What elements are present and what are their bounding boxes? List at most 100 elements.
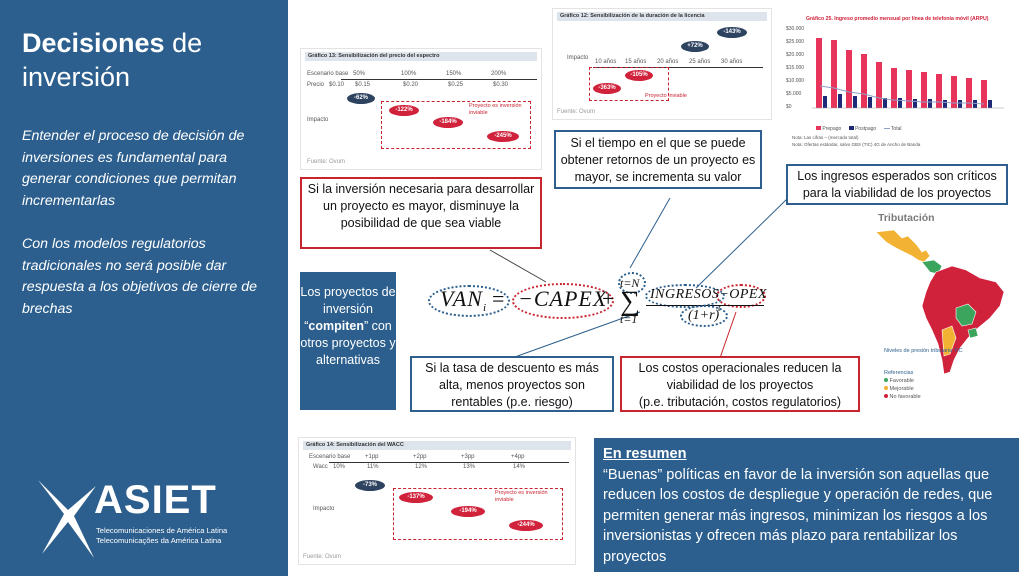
callout-tasa: Si la tasa de descuento es más alta, men… — [410, 356, 614, 412]
source-label: Fuente: Ovum — [557, 109, 596, 115]
chart-wacc-title: Gráfico 14: Sensibilización del WACC — [303, 441, 571, 450]
legend-no-favorable: No favorable — [884, 394, 921, 401]
formula-sub-i: i — [483, 302, 487, 314]
sidebar-paragraph-2: Con los modelos regulatorios tradicional… — [22, 236, 258, 317]
impact-oval: -194% — [451, 506, 485, 517]
formula-sigma: ∑ — [620, 286, 640, 317]
precio-label: Precio — [307, 82, 325, 88]
wacc-axis — [329, 462, 569, 463]
chart-arpu: Gráfico 25. Ingreso promedio mensual por… — [786, 14, 1008, 154]
legend-favorable: Favorable — [884, 378, 914, 385]
formula-plus: + — [602, 286, 615, 311]
y-tick: $20.000 — [786, 52, 805, 58]
formula-equals: = — [492, 286, 505, 311]
compiten-post: ” con otros proyectos y alternativas — [300, 319, 396, 367]
page-title: Decisiones de inversión — [22, 26, 272, 94]
y-tick: $15.000 — [786, 65, 805, 71]
pp-label: +1pp — [365, 454, 379, 460]
impact-oval: -143% — [717, 27, 747, 38]
y-tick: $5.000 — [786, 91, 802, 97]
rate-oval — [680, 305, 728, 327]
arpu-title: Gráfico 25. Ingreso promedio mensual por… — [806, 16, 989, 22]
year-label: 15 años — [625, 59, 647, 65]
value-label: 13% — [463, 464, 476, 470]
inviable-note: Proyecto es inversión inviable — [469, 103, 522, 116]
sidebar: Decisiones de inversión Entender el proc… — [0, 0, 288, 576]
year-label: 10 años — [595, 59, 617, 65]
value-label: 14% — [513, 464, 526, 470]
impact-oval: -363% — [593, 83, 621, 94]
scenario-axis — [341, 79, 537, 80]
value-label: $0.30 — [493, 82, 509, 88]
costos-line2: (p.e. tributación, costos regulatorios) — [638, 395, 842, 409]
formula-numerator: INGRESOS−OPEX — [650, 287, 768, 302]
arpu-bars — [812, 38, 1004, 109]
source-label: Fuente: Ovum — [303, 554, 342, 560]
compiten-box: Los proyectos de inversión “compiten” co… — [300, 272, 396, 410]
wacc-label: Wacc — [313, 464, 328, 470]
summary-text: “Buenas” políticas en favor de la invers… — [603, 466, 993, 565]
logo-wordmark: ASIET — [94, 478, 217, 522]
value-label: 12% — [415, 464, 428, 470]
chart-wacc: Gráfico 14: Sensibilización del WACC Esc… — [298, 437, 576, 565]
arpu-note: Nota: Las cifras – (mercado total) — [792, 135, 859, 140]
logo-subtitle-pt: Telecomunicações da América Latina — [96, 536, 222, 545]
formula-sum-bottom: t=1 — [620, 312, 638, 326]
value-label: 10% — [333, 464, 346, 470]
tributacion-niveles: Niveles de presión tributaria TIC — [884, 348, 963, 354]
impact-oval: -137% — [399, 492, 433, 503]
value-label: $0.25 — [448, 82, 464, 88]
tributacion-map: Tributación Niveles de presión tributari… — [872, 210, 1020, 424]
impact-oval: -245% — [487, 131, 519, 142]
year-label: 25 años — [689, 59, 711, 65]
inviable-note: Proyecto inviable — [645, 93, 687, 99]
y-tick: $10.000 — [786, 78, 805, 84]
value-label: $0.15 — [355, 82, 371, 88]
pct-label: 200% — [491, 71, 507, 77]
compiten-bold: compiten — [308, 319, 364, 333]
formula-sum-top: t=N — [620, 276, 640, 290]
tributacion-title: Tributación — [878, 212, 935, 224]
chart-license-duration: Gráfico 12: Sensibilización de la duraci… — [552, 8, 772, 120]
escenario-label: Escenario base — [309, 454, 351, 460]
pct-label: 50% — [353, 71, 366, 77]
callout-inversion: Si la inversión necesaria para desarroll… — [300, 177, 542, 249]
pp-label: +2pp — [413, 454, 427, 460]
impacto-label: Impacto — [567, 55, 589, 61]
chart-spectrum-price: Gráfico 13: Sensibilización del precio d… — [300, 48, 542, 170]
y-tick: $25.000 — [786, 39, 805, 45]
sidebar-paragraph-1: Entender el proceso de decisión de inver… — [22, 128, 245, 209]
pct-label: 150% — [446, 71, 462, 77]
pp-label: +3pp — [461, 454, 475, 460]
year-label: 30 años — [721, 59, 743, 65]
inviable-note: Proyecto es inversión inviable — [495, 490, 548, 503]
compiten-pre: Los proyectos de inversión “ — [300, 285, 396, 333]
year-label: 20 años — [657, 59, 679, 65]
van-oval — [428, 285, 510, 317]
formula-denominator: (1+r) — [688, 308, 720, 323]
escenario-label: Escenario base — [307, 71, 349, 77]
impact-oval: +72% — [681, 41, 709, 52]
impact-oval: -62% — [347, 93, 375, 104]
pct-label: 100% — [401, 71, 417, 77]
title-rest: de — [164, 28, 203, 58]
capex-oval — [512, 283, 614, 319]
source-label: Fuente: Ovum — [307, 159, 346, 165]
impact-oval: -105% — [625, 70, 653, 81]
formula-van: VAN — [440, 286, 483, 311]
callout-costos: Los costos operacionales reducen la viab… — [620, 356, 860, 412]
title-bold: Decisiones — [22, 28, 165, 58]
logo-subtitle-es: Telecomunicaciones de América Latina — [96, 526, 228, 535]
value-label: 11% — [367, 464, 379, 470]
impact-oval: -184% — [433, 117, 463, 128]
arpu-note: Nota: Ofertas estándar, salvo GBS (TIC) … — [792, 142, 921, 147]
formula-capex: −CAPEX — [518, 286, 608, 311]
y-tick: $0 — [786, 104, 792, 110]
inviable-area — [393, 488, 563, 540]
n-oval — [618, 272, 646, 294]
impacto-label: Impacto — [313, 506, 335, 512]
latam-map-icon — [875, 229, 1005, 375]
impacto-label: Impacto — [307, 117, 329, 123]
chart-license-title: Gráfico 12: Sensibilización de la duraci… — [557, 12, 767, 21]
arpu-legend: Prepago Postpago Total — [816, 126, 901, 133]
